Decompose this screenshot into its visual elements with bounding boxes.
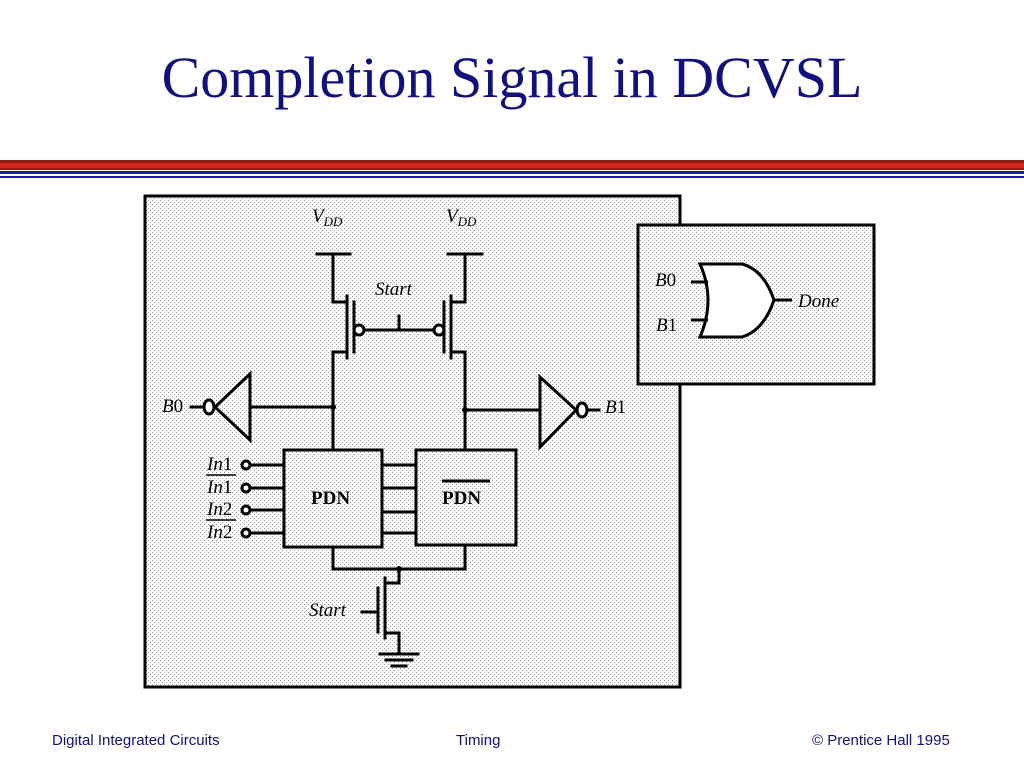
start-label-bottom: Start <box>309 600 347 621</box>
start-label-top: Start <box>375 279 413 300</box>
vdd-right-label: VDD <box>446 206 477 229</box>
divider-red-dark-lower <box>0 168 1024 170</box>
footer-topic: Timing <box>456 732 501 749</box>
footer-copyright: © Prentice Hall 1995 <box>812 732 950 749</box>
done-label: Done <box>797 291 839 312</box>
done-b1-label: B1 <box>656 315 677 336</box>
done-b0-label: B0 <box>655 270 676 291</box>
b1-label: B1 <box>605 397 626 418</box>
divider-red-dark <box>0 160 1024 163</box>
divider-blue <box>0 171 1024 174</box>
or-gate <box>691 262 792 339</box>
input-label-4: In2 <box>206 522 232 543</box>
input-label-2: In1 <box>206 477 232 498</box>
circuit-wiring <box>189 252 601 668</box>
pdn-left-label: PDN <box>311 488 350 509</box>
vdd-left-label: VDD <box>312 206 343 229</box>
circuit-panel <box>143 194 682 689</box>
pdn-right-label: PDN <box>442 488 481 509</box>
slide-title: Completion Signal in DCVSL <box>161 45 863 110</box>
input-label-1: In1 <box>206 454 232 475</box>
bubbles <box>202 323 589 539</box>
divider-blue-lower <box>0 176 1024 178</box>
junction-dots <box>330 404 468 572</box>
footer-course: Digital Integrated Circuits <box>52 732 220 749</box>
b0-label: B0 <box>162 396 183 417</box>
divider-red <box>0 163 1024 168</box>
input-label-3: In2 <box>206 499 232 520</box>
